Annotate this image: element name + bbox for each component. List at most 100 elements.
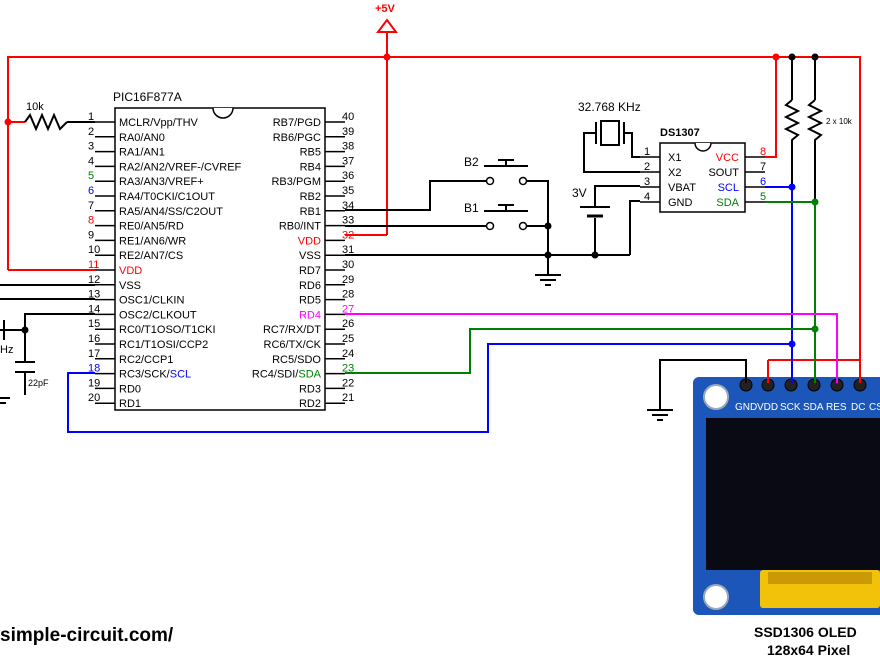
mcu-pin-num-13: 13 [88, 289, 100, 301]
rtc-pin-num-7: 7 [760, 161, 766, 173]
junction-5v-supply [383, 53, 391, 61]
rtc-pin-label-1: X1 [668, 152, 681, 164]
oled-pin-label-sda: SDA [803, 402, 824, 413]
mcu-pin-num-25: 25 [342, 333, 354, 345]
button-b2: B2 [464, 155, 528, 186]
mcu-pin-label-14: OSC2/CLKOUT [119, 309, 197, 321]
mcu-pin-label-3: RA1/AN1 [119, 147, 165, 159]
crystal-32k: 32.768 KHz [578, 100, 641, 146]
rtc-pin-num-6: 6 [760, 176, 766, 188]
mcu-pin-num-21: 21 [342, 392, 354, 404]
mcu-pin-label-35: RB2 [300, 191, 321, 203]
mcu-pin-num-12: 12 [88, 274, 100, 286]
wire-rtc-gnd [629, 200, 640, 255]
oled-pin-labels: GND VDD SCK SDA RES DC CS [735, 402, 880, 413]
oled-pin-label-vdd: VDD [757, 402, 778, 413]
pullup-resistors: 2 x 10k [783, 99, 853, 145]
wire-sda-rtc [765, 201, 816, 383]
mcu-pin-label-1: MCLR/Vpp/THV [119, 117, 199, 129]
mcu-pin-label-18: RC3/SCK/SCL [119, 369, 191, 381]
mcu-pin-num-7: 7 [88, 200, 94, 212]
mcu-chip: PIC16F877A [113, 90, 326, 411]
resistor-mclr: 10k [24, 101, 68, 132]
junction-5v-rtc [772, 53, 780, 61]
button-b2-contact-r [518, 176, 528, 186]
supply-arrow [376, 18, 398, 33]
mcu-pin-num-19: 19 [88, 377, 100, 389]
rtc-pin-label-6: SCL [718, 182, 739, 194]
junction-5v-left [4, 118, 12, 126]
rtc-pin-label-2: X2 [668, 167, 681, 179]
pullup-label: 2 x 10k [826, 117, 853, 126]
rtc-pin-label-8: VCC [716, 152, 739, 164]
mcu-pin-label-22: RD3 [299, 383, 321, 395]
mcu-pin-num-29: 29 [342, 274, 354, 286]
wire-scl-mcu [67, 343, 792, 433]
rtc-pin-label-4: GND [668, 197, 693, 209]
mcu-pin-num-10: 10 [88, 244, 100, 256]
rtc-pin-num-1: 1 [644, 146, 650, 158]
ground-symbol-osc [0, 397, 10, 404]
footer-site: simple-circuit.com/ [0, 625, 174, 646]
rtc-pin-num-5: 5 [760, 191, 766, 203]
oled-title-line1: SSD1306 OLED [754, 624, 857, 640]
mcu-pin-num-23: 23 [342, 363, 354, 375]
rtc-pin-num-3: 3 [644, 176, 650, 188]
mcu-pin-label-40: RB7/PGD [273, 117, 321, 129]
oled-pin-label-cs: CS [869, 402, 880, 413]
oscillator-partial: Hz 22pF [0, 320, 49, 388]
mcu-pin-label-10: RE2/AN7/CS [119, 250, 183, 262]
mcu-pin-num-27: 27 [342, 303, 354, 315]
mcu-pin-label-27: RD4 [299, 309, 321, 321]
rtc-pin-label-5: SDA [716, 197, 739, 209]
wire-x2 [583, 132, 640, 173]
rtc-pin-num-4: 4 [644, 191, 650, 203]
mcu-pin-label-39: RB6/PGC [273, 132, 321, 144]
mcu-pin-num-40: 40 [342, 111, 354, 123]
wire-vbat [594, 185, 640, 207]
mcu-pin-label-30: RD7 [299, 265, 321, 277]
osc-cap-label: 22pF [28, 378, 49, 388]
button-b1-contact-r [518, 221, 528, 231]
button-b1-label: B1 [464, 201, 479, 215]
wire-5v-oled-link [768, 359, 861, 383]
junction-sda [811, 198, 819, 206]
oled-title-line2: 128x64 Pixel [767, 642, 850, 658]
mcu-pin-num-24: 24 [342, 348, 354, 360]
oled-pin-label-res: RES [826, 402, 847, 413]
mcu-pin-num-39: 39 [342, 126, 354, 138]
mcu-pin-num-26: 26 [342, 318, 354, 330]
oled-ribbon-shadow [768, 572, 872, 584]
crystal-body [600, 120, 620, 146]
mcu-pin-num-15: 15 [88, 318, 100, 330]
mcu-pin-label-31: VSS [299, 250, 321, 262]
oled-mount-hole-tl [703, 384, 729, 410]
rtc-body [659, 142, 746, 213]
mcu-pin-num-1: 1 [88, 111, 94, 123]
battery-label: 3V [572, 186, 587, 200]
mcu-pin-num-20: 20 [88, 392, 100, 404]
mcu-pin-num-18: 18 [88, 363, 100, 375]
mcu-pin-label-19: RD0 [119, 383, 141, 395]
junction-scl [788, 183, 796, 191]
mcu-pin-num-2: 2 [88, 126, 94, 138]
mcu-pin-label-34: RB1 [300, 206, 321, 218]
mcu-pin-label-23: RC4/SDI/SDA [252, 369, 322, 381]
button-b2-label: B2 [464, 155, 479, 169]
supply-5v-symbol: +5V [375, 3, 398, 33]
mcu-pin-num-37: 37 [342, 155, 354, 167]
mcu-pin-label-21: RD2 [299, 398, 321, 410]
button-b2-contact-l [485, 176, 495, 186]
rtc-chip: DS1307 [659, 127, 746, 213]
oled-mount-hole-bl [703, 584, 729, 610]
mcu-pin-num-30: 30 [342, 259, 354, 271]
mcu-pin-num-31: 31 [342, 244, 354, 256]
rtc-pin-num-2: 2 [644, 161, 650, 173]
wire-scl-rtc [765, 186, 793, 383]
mcu-pin-num-9: 9 [88, 229, 94, 241]
resistor-mclr-label: 10k [26, 101, 44, 113]
button-b1-contact-l [485, 221, 495, 231]
mcu-pin-num-3: 3 [88, 141, 94, 153]
wire-oled-gnd [659, 359, 747, 410]
